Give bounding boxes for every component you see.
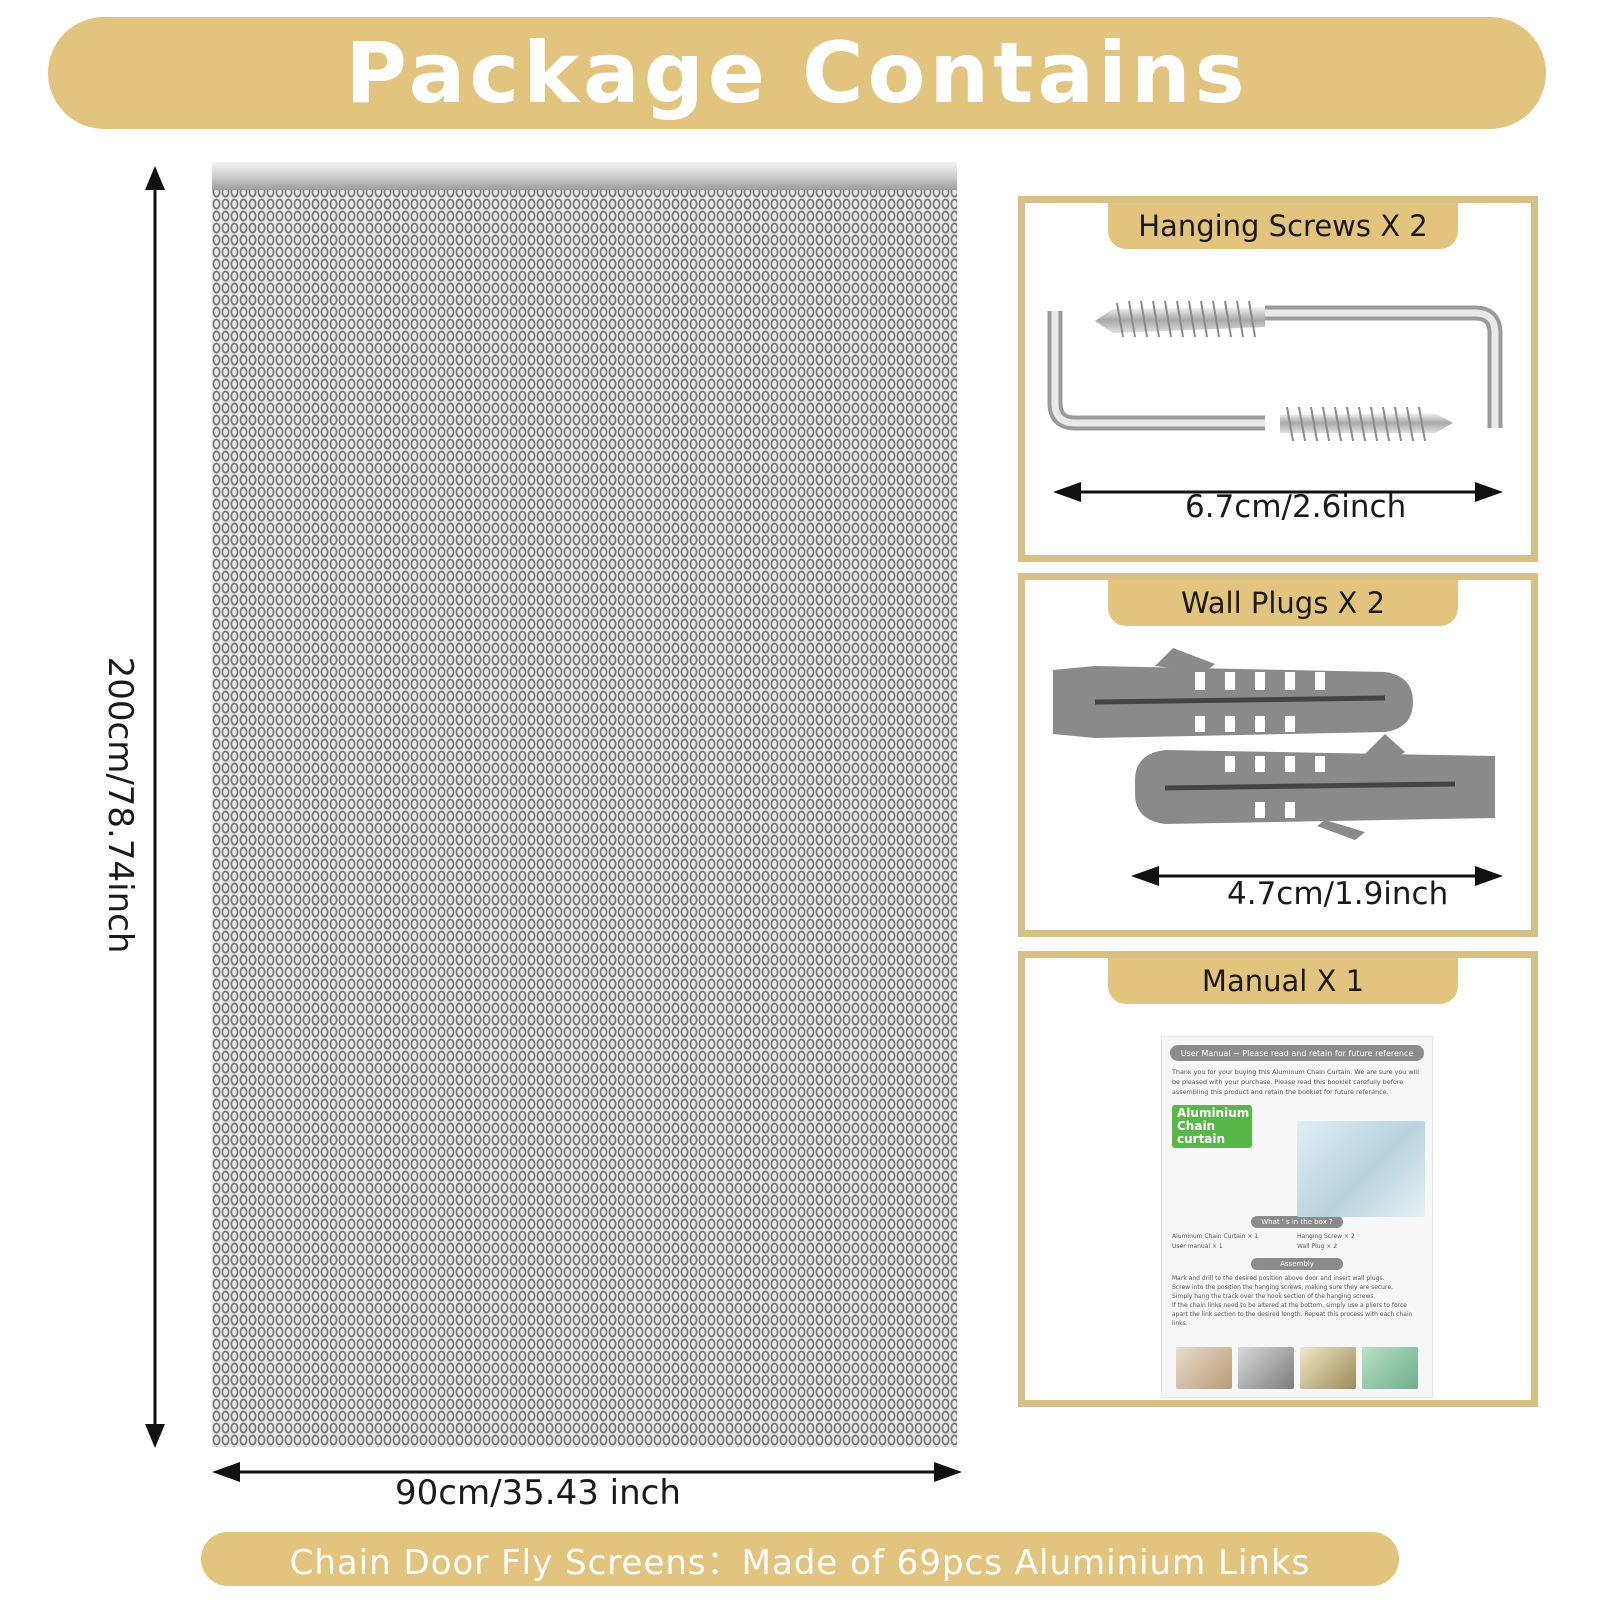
manual-step: Simply hang the track over the hook sect… xyxy=(1172,1293,1376,1300)
manual-thumbnail xyxy=(1300,1347,1356,1389)
manual-badge: Aluminium Chain curtain xyxy=(1172,1105,1252,1148)
hanging-screws-dimension: 6.7cm/2.6inch xyxy=(1185,489,1407,525)
manual-header: User Manual ~ Please read and retain for… xyxy=(1170,1045,1424,1061)
manual-thumbnail xyxy=(1238,1347,1294,1389)
manual-box-item: Wall Plug × 2 xyxy=(1297,1243,1338,1250)
manual-step: Screw into the position the hanging scre… xyxy=(1172,1284,1393,1291)
wall-plugs-dimension: 4.7cm/1.9inch xyxy=(1227,876,1449,912)
manual-box-item: Hanging Screw × 2 xyxy=(1297,1233,1355,1240)
wall-plugs-label: Wall Plugs X 2 xyxy=(1108,580,1458,626)
wall-plugs-image xyxy=(1053,648,1503,886)
manual-box-item: Aluminum Chain Curtain × 1 xyxy=(1172,1233,1259,1240)
manual-assembly-header: Assembly xyxy=(1251,1258,1343,1270)
hanging-screws-label: Hanging Screws X 2 xyxy=(1108,203,1458,249)
wall-plugs-card: Wall Plugs X 2 4.7cm/1.9inch xyxy=(1018,573,1538,937)
curtain-chains xyxy=(212,190,957,1447)
width-arrow xyxy=(212,1462,962,1482)
manual-curtain-photo xyxy=(1297,1121,1425,1217)
hanging-screws-image xyxy=(1047,300,1503,502)
manual-card: Manual X 1 User Manual ~ Please read and… xyxy=(1018,951,1538,1407)
manual-step: Mark and drill to the desired position a… xyxy=(1172,1275,1385,1282)
page-title: Package Contains xyxy=(345,24,1249,122)
title-banner: Package Contains xyxy=(48,17,1546,129)
manual-thumbnail xyxy=(1176,1347,1232,1389)
curtain-rail xyxy=(212,162,957,190)
footer-text: Chain Door Fly Screens：Made of 69pcs Alu… xyxy=(289,1542,1311,1583)
chain-curtain-image xyxy=(212,162,957,1447)
hanging-screws-card: Hanging Screws X 2 6.7cm/2.6inch xyxy=(1018,196,1538,562)
footer-banner: Chain Door Fly Screens：Made of 69pcs Alu… xyxy=(201,1532,1399,1586)
manual-intro: Thank you for your buying this Aluminum … xyxy=(1172,1068,1419,1096)
width-label: 90cm/35.43 inch xyxy=(395,1473,681,1513)
manual-label: Manual X 1 xyxy=(1108,958,1458,1004)
manual-box-item: User manual × 1 xyxy=(1172,1243,1223,1250)
height-label: 200cm/78.74inch xyxy=(100,656,140,954)
manual-thumbnail xyxy=(1362,1347,1418,1389)
manual-box-header: What ' s in the box ? xyxy=(1251,1216,1343,1228)
height-arrow xyxy=(145,166,165,1448)
manual-booklet-image: User Manual ~ Please read and retain for… xyxy=(1161,1036,1433,1398)
manual-thumbnails xyxy=(1176,1347,1418,1389)
manual-step: If the chain links need to be altered at… xyxy=(1172,1302,1413,1327)
